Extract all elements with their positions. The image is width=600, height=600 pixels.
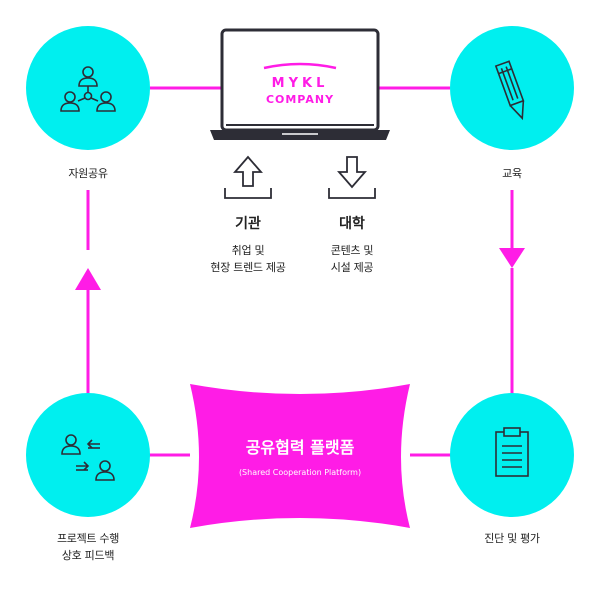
arrow-up-left xyxy=(75,268,101,290)
laptop: MYKL COMPANY xyxy=(210,28,390,140)
label-diagnosis: 진단 및 평가 xyxy=(484,532,540,545)
platform-subtitle: (Shared Cooperation Platform) xyxy=(238,468,362,477)
node-education xyxy=(450,26,574,150)
institution-line2: 현장 트렌드 제공 xyxy=(210,261,286,274)
logo-top: MYKL xyxy=(272,76,329,91)
node-project xyxy=(26,393,150,517)
people-network-icon xyxy=(60,66,116,112)
institution-line1: 취업 및 xyxy=(231,244,265,257)
logo-arc xyxy=(263,62,337,70)
laptop-base xyxy=(210,130,390,140)
clipboard-icon xyxy=(495,427,529,477)
label-project-line2: 상호 피드백 xyxy=(61,549,115,562)
label-project-line1: 프로젝트 수행 xyxy=(56,532,120,545)
label-resource-sharing: 자원공유 xyxy=(68,167,108,180)
university-line1: 콘텐츠 및 xyxy=(330,244,374,257)
platform-shape xyxy=(190,384,410,528)
upload-arrow-icon xyxy=(224,155,272,199)
label-education: 교육 xyxy=(502,167,522,180)
pencil-icon xyxy=(494,60,525,121)
download-arrow-icon xyxy=(328,156,376,199)
logo-bottom: COMPANY xyxy=(266,93,334,106)
platform-title: 공유협력 플랫폼 xyxy=(245,438,355,457)
node-diagnosis xyxy=(450,393,574,517)
arrow-down-right xyxy=(499,248,525,268)
node-resource-sharing xyxy=(26,26,150,150)
node-education-circle xyxy=(450,26,574,150)
node-project-circle xyxy=(26,393,150,517)
people-exchange-icon xyxy=(61,434,115,481)
university-title: 대학 xyxy=(339,216,365,232)
university-line2: 시설 제공 xyxy=(330,261,374,274)
institution-title: 기관 xyxy=(235,216,261,232)
connectors xyxy=(75,86,525,457)
node-diagnosis-circle xyxy=(450,393,574,517)
